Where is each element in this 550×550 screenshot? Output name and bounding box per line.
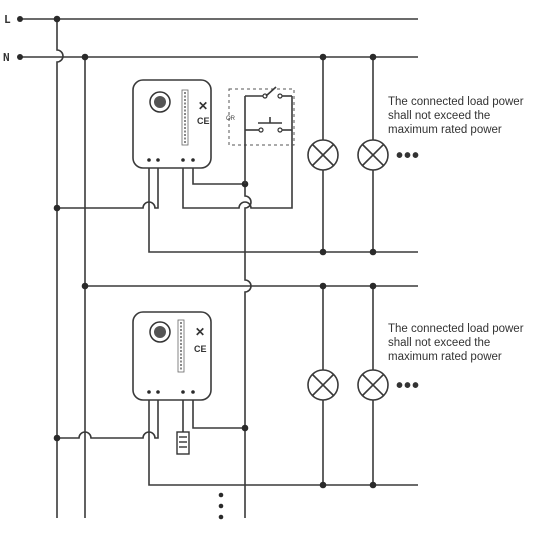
upper-note: The connected load power shall not excee… [388, 96, 524, 136]
junction-dot [241, 424, 249, 432]
upper-dimmer-spec-label [181, 89, 189, 146]
junction-dot [369, 481, 377, 489]
upper-dimmer-ce-mark-icon: CE [197, 116, 210, 126]
junction-dot [369, 248, 377, 256]
terminal-dot [156, 158, 160, 162]
junction-dot [81, 282, 89, 290]
terminal-dot [147, 158, 151, 162]
live-feeder [56, 19, 64, 518]
switch-group-frame [228, 88, 295, 146]
upper-dimmer-x-mark-icon: ✕ [198, 99, 208, 113]
upper-lamps: ••• [307, 139, 420, 171]
live-terminal-label: L [4, 13, 11, 26]
upper-dimmer-live-wire [57, 168, 159, 209]
toggle-switch-lever-icon [265, 86, 277, 97]
lower-lamps: ••• [307, 369, 420, 401]
lower-note-line-2: shall not exceed the [388, 337, 490, 349]
push-button-contact-icon [277, 127, 283, 133]
vertical-continuation [218, 492, 224, 520]
lower-note-line-1: The connected load power [388, 323, 524, 335]
lower-note: The connected load power shall not excee… [388, 323, 524, 363]
terminal-dot [181, 390, 185, 394]
lower-dimmer-live-wire [57, 400, 159, 439]
terminal-dot [191, 158, 195, 162]
push-button-contact-icon [258, 127, 264, 133]
continuation-dot [218, 514, 224, 520]
upper-dimmer-knob-center-icon [154, 96, 166, 108]
feeders [53, 15, 377, 518]
lower-dimmer-spec-label [177, 319, 185, 373]
lower-dimmer-wiring [53, 400, 418, 489]
lower-dimmer-ce-mark-icon: CE [194, 344, 207, 354]
lower-neutral-branch [81, 282, 418, 290]
lower-more-lamps: ••• [396, 375, 420, 397]
terminal-dot [147, 390, 151, 394]
upper-switch-return-wire [182, 130, 293, 209]
lamp-cross-icon [311, 373, 335, 397]
upper-note-line-3: maximum rated power [388, 124, 502, 136]
upper-dimmer-module: ✕ CE [132, 79, 212, 169]
neutral-terminal [17, 54, 23, 60]
neutral-terminal-label: N [3, 51, 10, 64]
junction-dot [369, 53, 377, 61]
lower-note-line-3: maximum rated power [388, 351, 502, 363]
live-terminal [17, 16, 23, 22]
or-label: OR [226, 116, 236, 122]
junction-dot [369, 282, 377, 290]
upper-note-line-2: shall not exceed the [388, 110, 490, 122]
junction-dot [81, 53, 89, 61]
continuation-dot [218, 503, 224, 509]
lower-dimmer-x-mark-icon: ✕ [195, 325, 205, 339]
lamp-cross-icon [361, 143, 385, 167]
junction-dot [319, 53, 327, 61]
load-feeder [244, 184, 252, 518]
lower-switch-feed-wire [192, 400, 245, 429]
supply-lines: L N [3, 13, 418, 64]
lamp-cross-icon [361, 373, 385, 397]
upper-dimmer-load-wire [148, 168, 418, 253]
upper-switch-feed-wire [192, 168, 245, 185]
lamp-cross-icon [311, 143, 335, 167]
toggle-switch-contact-icon [277, 93, 283, 99]
junction-dot [53, 434, 61, 442]
junction-dot [53, 15, 61, 23]
upper-note-line-1: The connected load power [388, 96, 524, 108]
junction-dot [319, 481, 327, 489]
continuation-dot [218, 492, 224, 498]
upper-dimmer-wiring [53, 130, 418, 256]
switch-group: OR [226, 86, 295, 184]
terminal-dot [191, 390, 195, 394]
junction-dot [53, 204, 61, 212]
terminal-dot [181, 158, 185, 162]
junction-dot [319, 282, 327, 290]
lower-dimmer-knob-center-icon [154, 326, 166, 338]
lower-dimmer-load-wire [148, 400, 418, 486]
lower-dimmer-module: ✕ CE [132, 311, 212, 401]
upper-more-lamps: ••• [396, 145, 420, 167]
junction-dot [319, 248, 327, 256]
terminal-dot [156, 390, 160, 394]
lower-push-button-icon [176, 431, 190, 455]
